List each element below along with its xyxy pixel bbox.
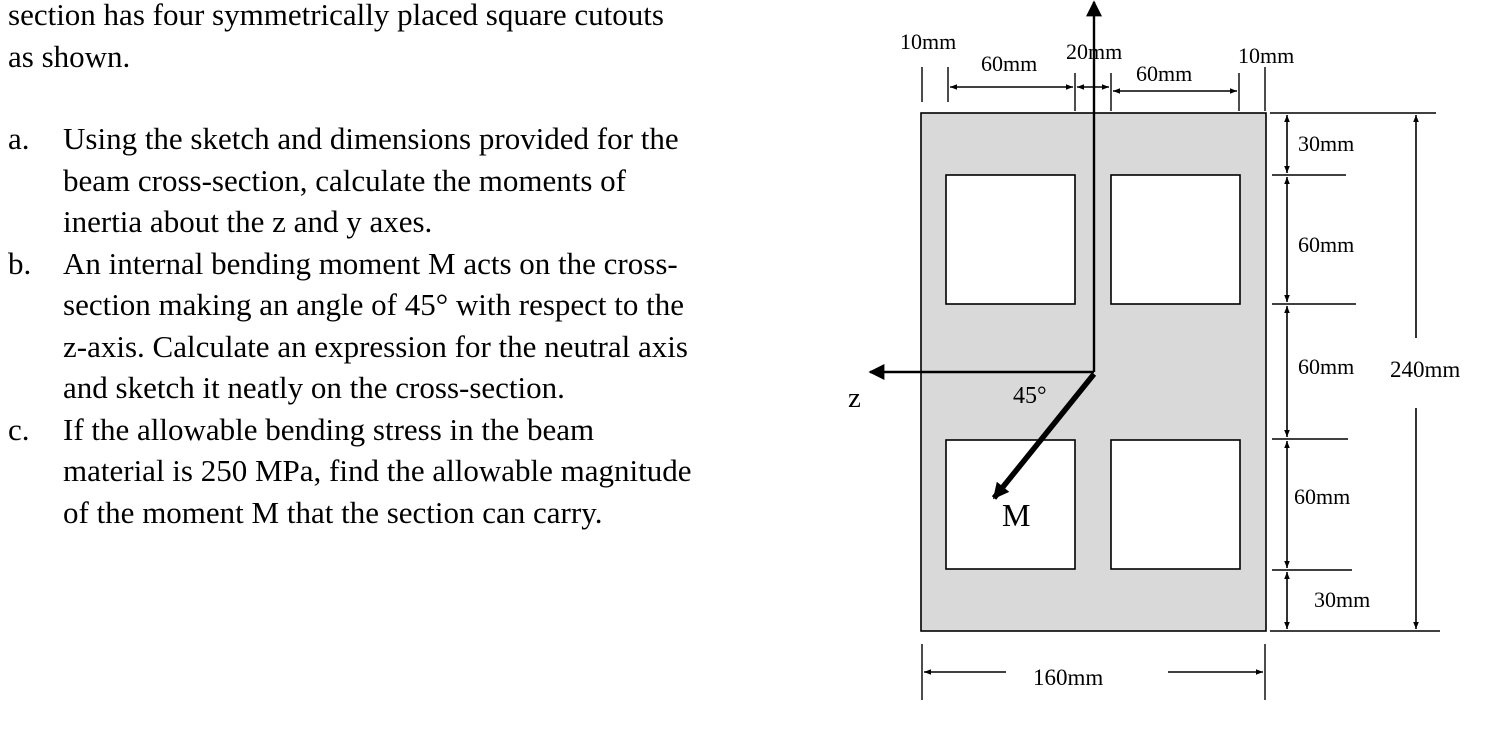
part-marker: c. [8,411,30,447]
question-part-a: a. Using the sketch and dimensions provi… [8,118,828,243]
dim-label-right: 30mm [1298,131,1354,156]
dim-label-right: 30mm [1314,587,1370,612]
dim-label-top: 10mm [900,29,956,54]
question-part-b: b. An internal bending moment M acts on … [8,243,828,409]
question-line: beam cross-section, calculate the moment… [63,162,626,198]
question-part-c: c. If the allowable bending stress in th… [8,409,828,534]
dim-label-right: 60mm [1294,484,1350,509]
overall-width-label: 160mm [1033,665,1103,690]
intro-line: as shown. [8,38,131,74]
question-line: section making an angle of 45° with resp… [63,287,685,322]
cutout-top-right [1110,174,1241,305]
question-line: and sketch it neatly on the cross-sectio… [63,370,565,405]
dim-label-top: 10mm [1238,43,1294,68]
dim-label-right: 60mm [1298,354,1354,379]
question-line: material is 250 MPa, find the allowable … [63,453,692,488]
question-line: of the moment M that the section can car… [63,494,603,530]
cutout-bottom-left [945,439,1076,570]
part-marker: a. [8,121,30,156]
part-marker: b. [8,245,32,281]
cutout-top-left [945,174,1076,305]
question-line: If the allowable bending stress in the b… [63,411,595,447]
question-line: An internal bending moment M acts on the… [63,245,678,281]
dim-label-top: 60mm [1136,61,1192,86]
problem-statement: section has four symmetrically placed sq… [8,0,828,533]
dim-label-right: 60mm [1298,232,1354,257]
dim-label-top: 20mm [1066,39,1122,64]
question-list: a. Using the sketch and dimensions provi… [8,118,828,533]
overall-height-label: 240mm [1390,357,1460,382]
question-line: Using the sketch and dimensions provided… [63,121,679,156]
dim-label-top: 60mm [981,51,1037,76]
z-axis-label: z [848,382,861,414]
question-line: inertia about the z and y axes. [63,204,433,239]
angle-label: 45° [1013,383,1047,409]
cutout-bottom-right [1110,439,1241,570]
moment-label: M [1002,497,1030,533]
question-line: z-axis. Calculate an expression for the … [63,328,688,364]
moment-arrow [991,372,1097,500]
intro-line: section has four symmetrically placed sq… [8,0,664,32]
